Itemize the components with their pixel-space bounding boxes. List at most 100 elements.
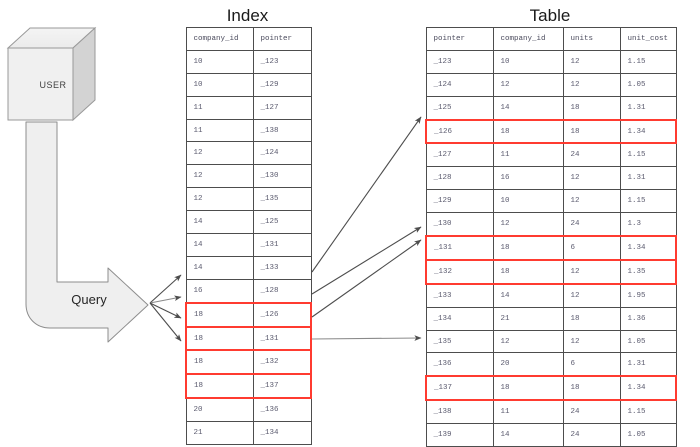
index-cell-company_id: 12	[185, 164, 254, 189]
table-cell-units: 24	[562, 423, 621, 447]
index-header-row: company_id pointer	[185, 27, 312, 51]
index-cell-company_id: 18	[185, 349, 254, 376]
table-cell-unit_cost: 1.34	[619, 375, 677, 402]
table-cell-company_id: 20	[492, 352, 564, 377]
table-cell-units: 12	[562, 166, 621, 191]
table-cell-company_id: 18	[492, 258, 564, 285]
index-row[interactable]: 11_127	[185, 95, 312, 120]
table-col-company-id: company_id	[492, 27, 564, 51]
index-row[interactable]: 14_125	[185, 210, 312, 235]
index-cell-company_id: 14	[185, 233, 254, 257]
table-cell-unit_cost: 1.34	[619, 118, 677, 145]
index-cell-company_id: 20	[185, 397, 254, 423]
table-cell-company_id: 12	[492, 212, 564, 237]
index-cell-company_id: 11	[185, 95, 254, 120]
table-cell-unit_cost: 1.31	[619, 95, 677, 121]
index-row[interactable]: 18_132	[185, 349, 312, 376]
index-col-pointer: pointer	[252, 27, 312, 51]
index-row[interactable]: 18_131	[185, 325, 312, 352]
index-row[interactable]: 16_128	[185, 278, 312, 304]
index-row[interactable]: 21_134	[185, 421, 312, 446]
table-cell-units: 12	[562, 189, 621, 214]
table-cell-unit_cost: 1.05	[619, 329, 677, 354]
table-cell-pointer: _135	[425, 329, 494, 354]
table-cell-pointer: _124	[425, 72, 494, 97]
user-cube-icon	[6, 26, 97, 122]
index-cell-pointer: _124	[252, 141, 312, 166]
query-label: Query	[71, 292, 107, 307]
index-row[interactable]: 18_126	[185, 301, 312, 328]
table-cell-units: 6	[562, 352, 621, 377]
table-cell-pointer: _123	[425, 49, 494, 74]
table-cell-units: 12	[562, 49, 621, 74]
index-row[interactable]: 14_133	[185, 255, 312, 280]
table-col-units: units	[562, 27, 621, 51]
index-row[interactable]: 14_131	[185, 233, 312, 257]
table-cell-units: 18	[562, 118, 621, 145]
index-cell-company_id: 14	[185, 255, 254, 280]
table-cell-company_id: 10	[492, 189, 564, 214]
table-cell-company_id: 18	[492, 235, 564, 261]
table-cell-units: 12	[562, 283, 621, 308]
table-cell-unit_cost: 1.31	[619, 352, 677, 377]
index-cell-pointer: _125	[252, 210, 312, 235]
index-cell-pointer: _137	[252, 373, 312, 400]
pointer-arrow-126	[311, 116, 422, 273]
index-row[interactable]: 20_136	[185, 397, 312, 423]
index-cell-company_id: 12	[185, 141, 254, 166]
table-cell-pointer: _131	[425, 235, 494, 261]
table-cell-pointer: _125	[425, 95, 494, 121]
index-row[interactable]: 12_135	[185, 187, 312, 212]
index-cell-pointer: _128	[252, 278, 312, 304]
index-cell-pointer: _123	[252, 49, 312, 74]
query-to-index-arrows	[149, 274, 182, 342]
table-cell-unit_cost: 1.35	[619, 258, 677, 285]
index-cell-company_id: 10	[185, 49, 254, 74]
index-row[interactable]: 10_123	[185, 49, 312, 74]
index-cell-company_id: 12	[185, 187, 254, 212]
index-cell-pointer: _131	[252, 325, 312, 352]
index-row[interactable]: 12_130	[185, 164, 312, 189]
table-cell-units: 12	[562, 258, 621, 285]
table-cell-pointer: _137	[425, 375, 494, 402]
table-cell-unit_cost: 1.05	[619, 423, 677, 447]
query-bent-arrow-icon[interactable]	[25, 121, 149, 343]
table-cell-company_id: 14	[492, 423, 564, 447]
table-cell-unit_cost: 1.34	[619, 235, 677, 261]
index-cell-company_id: 18	[185, 325, 254, 352]
index-cell-pointer: _134	[252, 421, 312, 446]
table-cell-pointer: _129	[425, 189, 494, 214]
table-cell-unit_cost: 1.15	[619, 142, 677, 168]
table-cell-unit_cost: 1.3	[619, 212, 677, 237]
table-cell-pointer: _133	[425, 283, 494, 308]
index-row[interactable]: 10_129	[185, 72, 312, 97]
table-header-row: pointer company_id units unit_cost	[425, 27, 677, 51]
query-arrow-1	[149, 274, 182, 304]
index-cell-company_id: 21	[185, 421, 254, 446]
table-cell-unit_cost: 1.05	[619, 72, 677, 97]
index-row[interactable]: 18_137	[185, 373, 312, 400]
index-cell-pointer: _132	[252, 349, 312, 376]
index-row[interactable]: 11_138	[185, 118, 312, 143]
table-cell-units: 24	[562, 212, 621, 237]
index-row[interactable]: 12_124	[185, 141, 312, 166]
